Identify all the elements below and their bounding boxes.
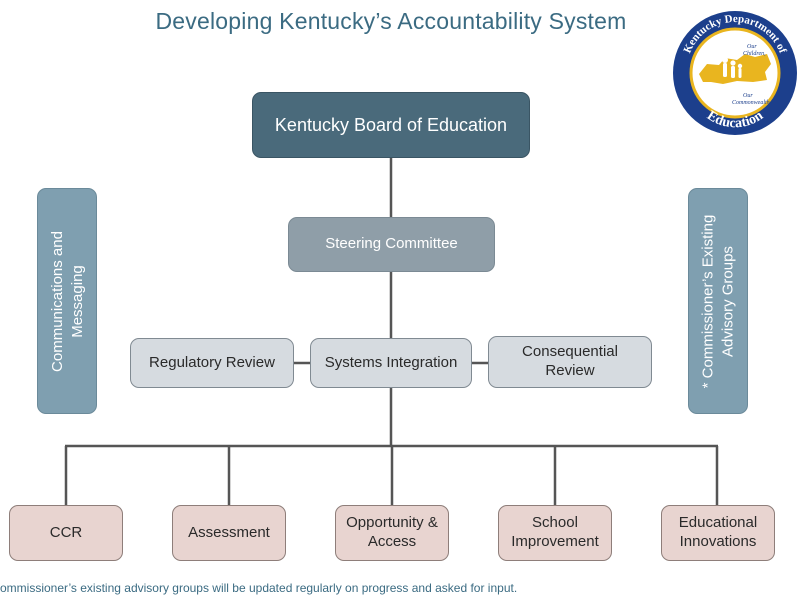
board-label: Kentucky Board of Education <box>274 114 508 135</box>
workgroup-school-improvement-box: School Improvement <box>498 505 612 561</box>
advisory-label-line2: Advisory Groups <box>719 245 737 357</box>
systems-integration-box: Systems Integration <box>310 338 472 388</box>
seal-motto-line4: Commonwealth <box>732 100 770 106</box>
communications-label-line2: Messaging <box>68 264 85 338</box>
seal-motto-line2: Children, <box>743 51 766 57</box>
workgroup-opportunity-box: Opportunity & Access <box>335 505 449 561</box>
advisory-groups-box: * Commissioner’s Existing Advisory Group… <box>688 188 748 414</box>
regulatory-label: Regulatory Review <box>149 353 275 371</box>
systems-label: Systems Integration <box>324 353 458 371</box>
workgroup-assessment-box: Assessment <box>172 505 286 561</box>
seal-motto-line1: Our <box>747 44 757 50</box>
seal-motto-line3: Our <box>743 93 753 99</box>
children-figures-icon <box>722 57 743 78</box>
consequential-label-line1: Consequential <box>522 343 618 361</box>
workgroup-educational-innovations-box: Educational Innovations <box>661 505 775 561</box>
communications-messaging-box: Communications and Messaging <box>37 188 97 414</box>
educational-label-line1: Educational <box>678 514 758 532</box>
regulatory-review-box: Regulatory Review <box>130 338 294 388</box>
footnote: ommissioner’s existing advisory groups w… <box>0 581 518 595</box>
opportunity-label-line1: Opportunity & <box>346 514 438 532</box>
steering-label: Steering Committee <box>325 235 458 253</box>
ccr-label: CCR <box>49 523 83 541</box>
kde-seal-logo: Our Children, Our Commonwealth Kentucky … <box>673 11 797 135</box>
steering-committee-box: Steering Committee <box>288 217 495 272</box>
advisory-label-line1: * Commissioner’s Existing <box>699 214 717 388</box>
school-label-line1: School <box>532 514 578 532</box>
svg-text:Our Children, Our: Our Children, Our Commonwealth <box>732 44 770 106</box>
seal-bottom-text: Education <box>704 108 766 131</box>
page-title: Developing Kentucky’s Accountability Sys… <box>155 8 627 34</box>
communications-label-line1: Communications and <box>48 230 66 372</box>
board-of-education-box: Kentucky Board of Education <box>252 92 530 158</box>
consequential-label-line2: Review <box>545 362 595 379</box>
consequential-review-box: Consequential Review <box>488 336 652 388</box>
workgroup-ccr-box: CCR <box>9 505 123 561</box>
svg-text:Education: Education <box>704 108 766 131</box>
educational-label-line2: Innovations <box>679 533 757 550</box>
opportunity-label-line2: Access <box>367 533 417 550</box>
assessment-label: Assessment <box>188 523 270 541</box>
school-label-line2: Improvement <box>511 533 599 550</box>
